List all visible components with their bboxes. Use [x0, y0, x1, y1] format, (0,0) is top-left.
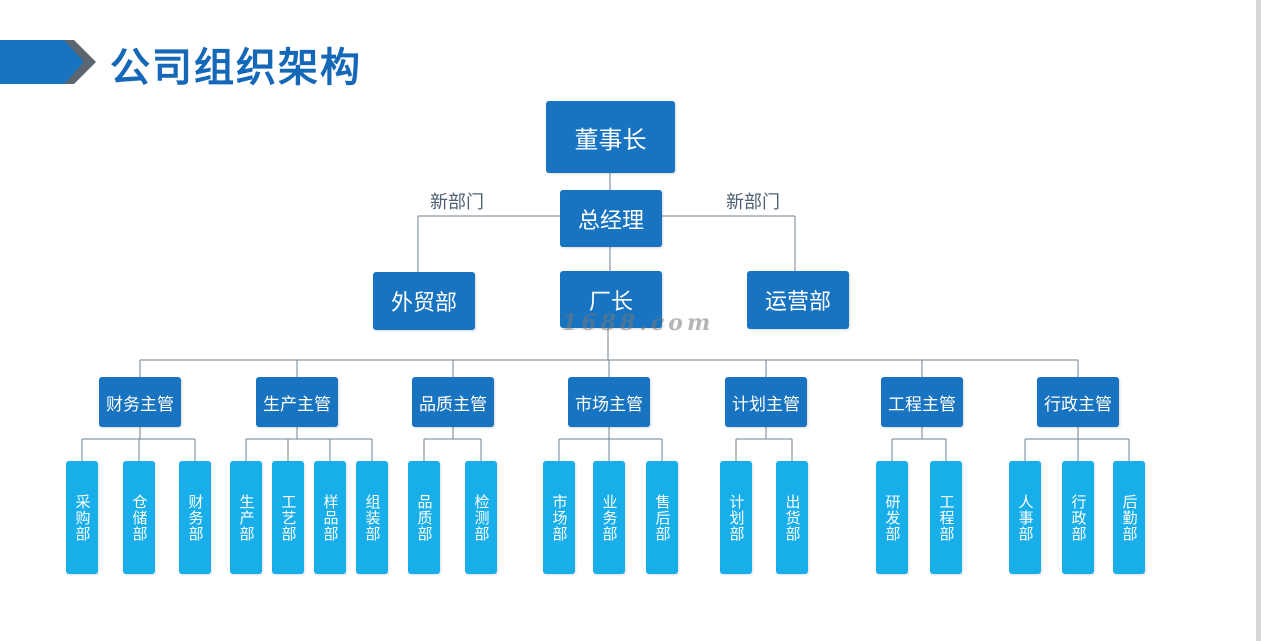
department-box: 后勤部 — [1113, 461, 1145, 574]
new-dept-label-right: 新部门 — [726, 192, 780, 213]
department-box: 行政部 — [1062, 461, 1094, 574]
supervisor-box: 品质主管 — [412, 377, 494, 427]
department-box: 工艺部 — [272, 461, 304, 574]
operations-box: 运营部 — [747, 271, 849, 329]
department-box: 组装部 — [356, 461, 388, 574]
supervisor-box: 市场主管 — [568, 377, 650, 427]
page-title: 公司组织架构 — [110, 45, 362, 91]
department-box: 工程部 — [930, 461, 962, 574]
department-box: 品质部 — [408, 461, 440, 574]
supervisor-box: 财务主管 — [99, 377, 181, 427]
department-box: 计划部 — [720, 461, 752, 574]
department-box: 生产部 — [230, 461, 262, 574]
department-box: 样品部 — [314, 461, 346, 574]
foreign-trade-box: 外贸部 — [373, 272, 475, 330]
department-box: 仓储部 — [123, 461, 155, 574]
department-box: 检测部 — [465, 461, 497, 574]
factory-director-box: 厂长 — [560, 271, 662, 328]
supervisor-box: 生产主管 — [256, 377, 338, 427]
general-manager-box: 总经理 — [560, 190, 662, 247]
department-box: 研发部 — [876, 461, 908, 574]
department-box: 售后部 — [646, 461, 678, 574]
supervisor-box: 计划主管 — [725, 377, 807, 427]
supervisor-box: 工程主管 — [881, 377, 963, 427]
department-box: 采购部 — [66, 461, 98, 574]
slide-right-edge — [1256, 0, 1261, 641]
watermark: 1688.com — [562, 310, 715, 336]
department-box: 出货部 — [776, 461, 808, 574]
department-box: 市场部 — [543, 461, 575, 574]
supervisor-box: 行政主管 — [1037, 377, 1119, 427]
department-box: 人事部 — [1009, 461, 1041, 574]
department-box: 业务部 — [593, 461, 625, 574]
title-banner-arrow — [0, 40, 96, 84]
new-dept-label-left: 新部门 — [430, 192, 484, 213]
department-box: 财务部 — [179, 461, 211, 574]
chairman-box: 董事长 — [546, 101, 675, 173]
